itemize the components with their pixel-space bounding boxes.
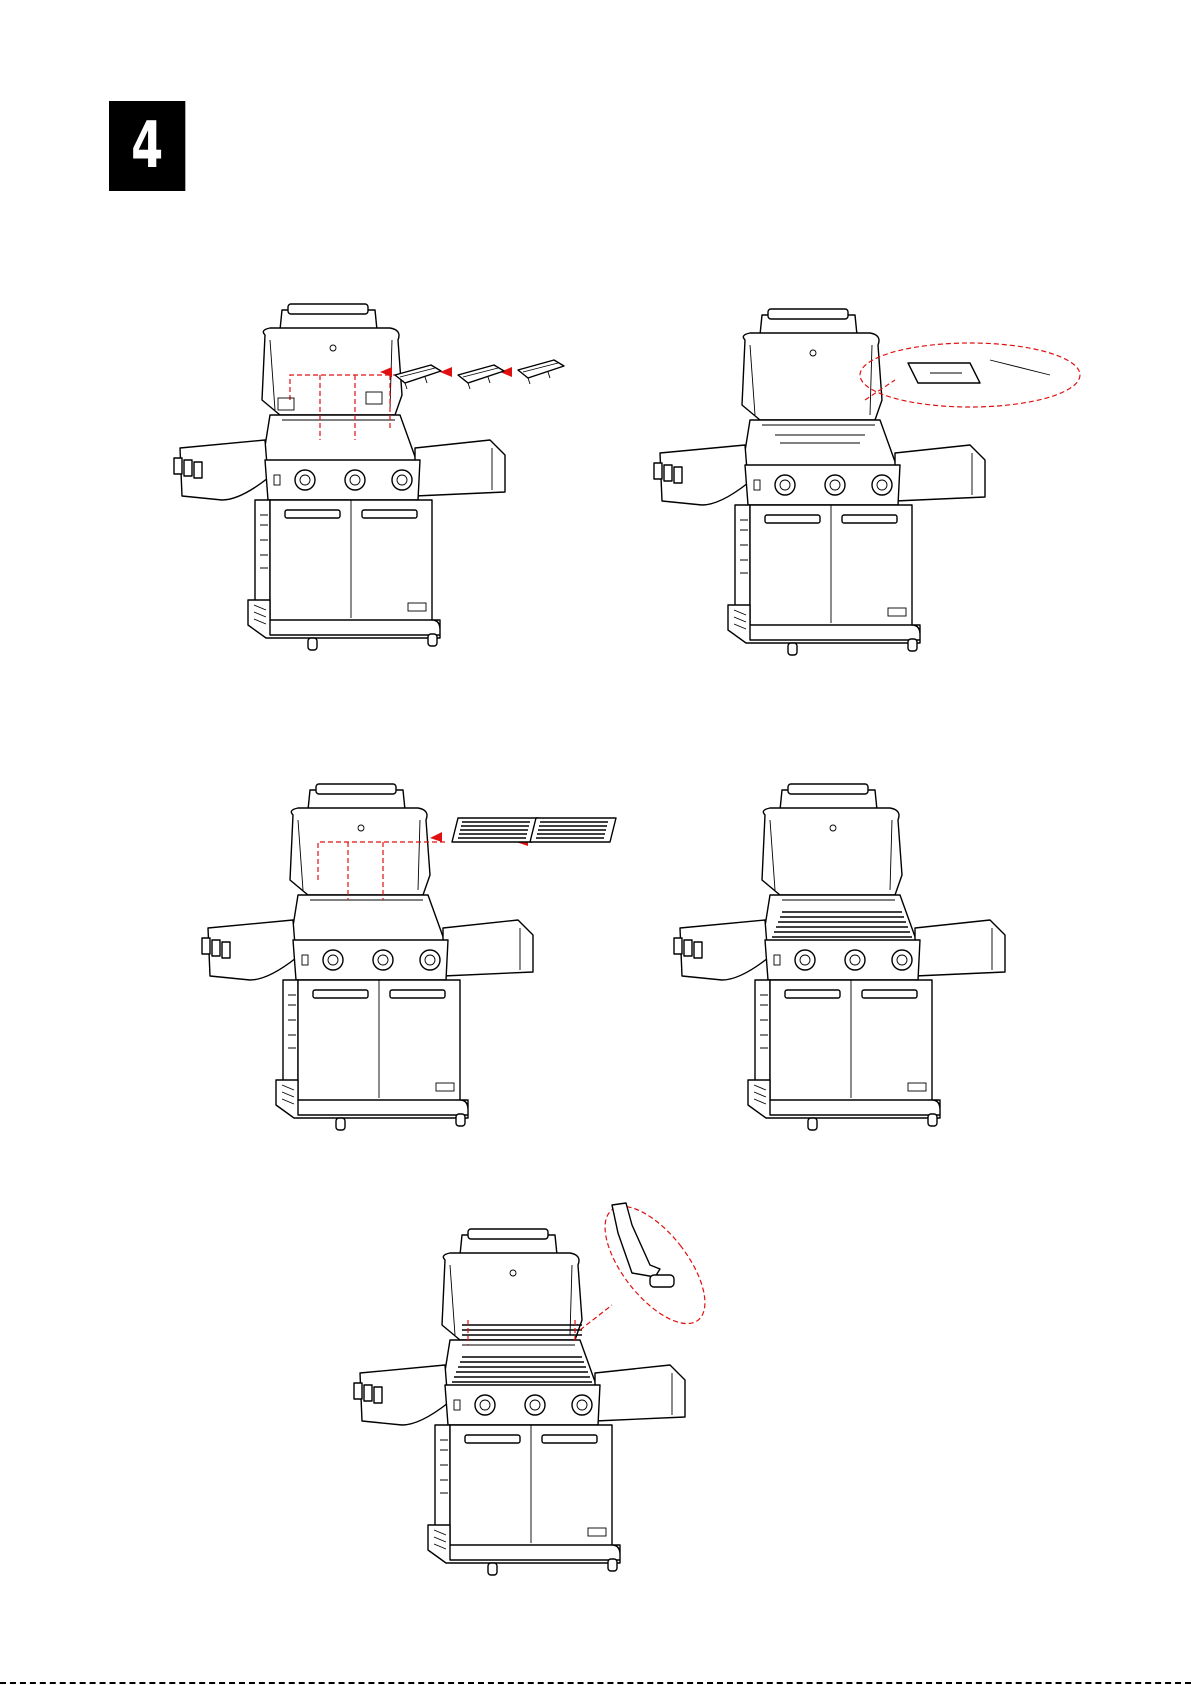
- step-number: 4: [131, 109, 163, 183]
- panel-insert-cooking-grates: [198, 780, 658, 1180]
- grill-icon: [650, 305, 1070, 705]
- page-bottom-rule: [0, 1682, 1191, 1684]
- panel-flame-tamers-installed-detail: [650, 305, 1070, 705]
- grill-icon: [198, 780, 658, 1180]
- grill-icon: [350, 1225, 770, 1625]
- panel-cooking-grates-installed: [670, 780, 1070, 1180]
- panel-insert-flame-tamers: [170, 300, 570, 700]
- grill-icon: [670, 780, 1070, 1180]
- step-number-badge: 4: [109, 101, 185, 191]
- grill-icon: [170, 300, 570, 700]
- panel-install-warming-rack-detail: [350, 1225, 770, 1625]
